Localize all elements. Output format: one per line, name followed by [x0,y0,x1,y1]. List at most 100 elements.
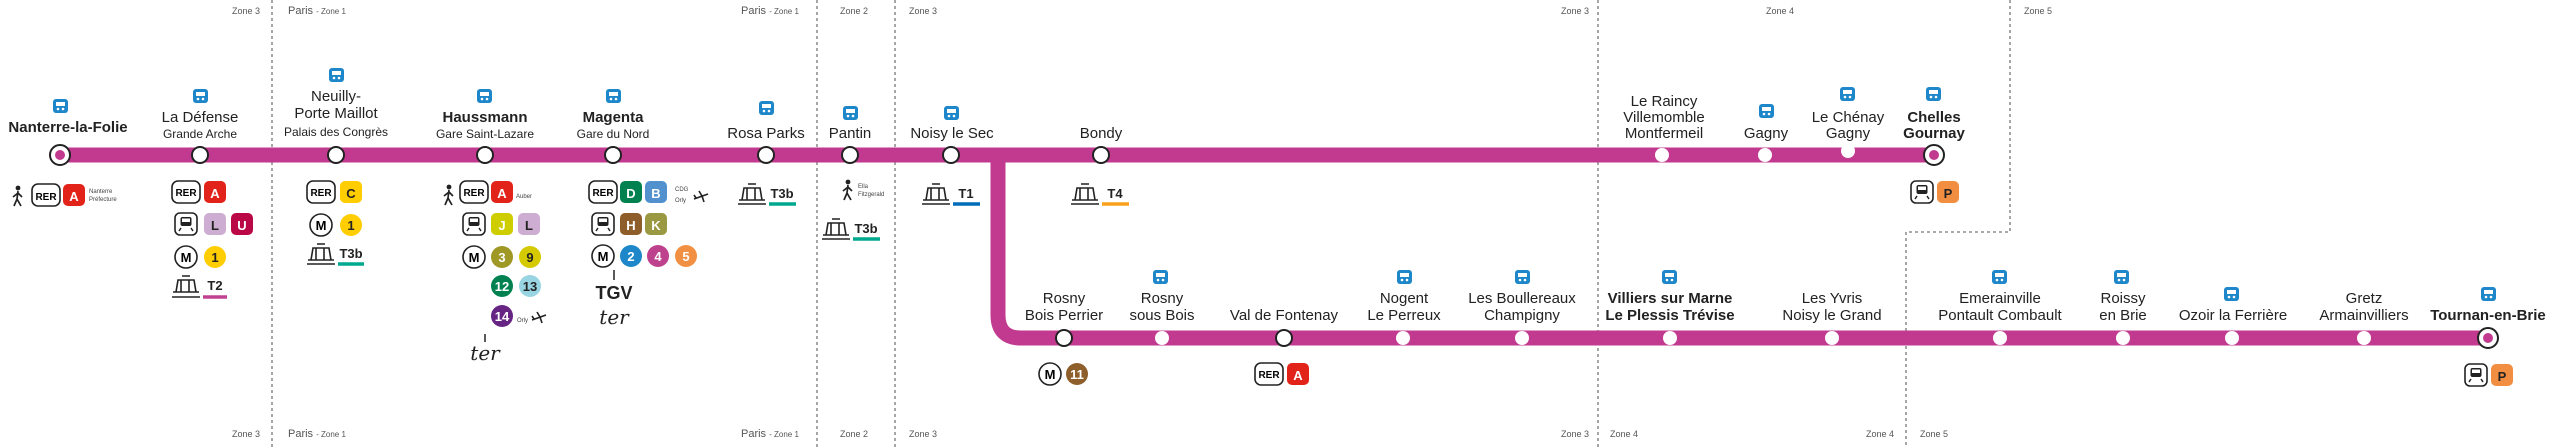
svg-text:5: 5 [682,249,689,264]
svg-text:12: 12 [495,279,509,294]
station-rosa-parks[interactable]: Rosa Parks [727,101,805,164]
zone-labels-bottom: Zone 3 Paris - Zone 1 Paris - Zone 1 Zon… [232,428,1948,440]
station-gagny[interactable]: Gagny [1744,104,1789,162]
station-emerainville[interactable]: Emerainville Pontault Combault [1938,270,2063,345]
station-chelles-gournay[interactable]: Chelles Gournay [1903,87,1965,166]
station-nanterre-la-folie[interactable]: Nanterre-la-Folie [8,99,128,166]
svg-text:Neuilly-: Neuilly- [311,88,361,105]
bus-icon [193,89,208,103]
svg-text:T3b: T3b [339,246,362,261]
svg-text:Rosny: Rosny [1043,290,1086,307]
station-pantin[interactable]: Pantin [829,106,872,164]
tram-icon [1071,183,1099,201]
rer-a-badge [491,181,513,203]
svg-text:Ozoir la Ferrière: Ozoir la Ferrière [2179,307,2287,324]
svg-text:Préfecture: Préfecture [89,197,117,203]
svg-text:A: A [1293,368,1303,383]
svg-text:A: A [210,186,220,201]
connections-chelles-gournay: P [1910,180,1959,204]
svg-text:RER: RER [592,188,614,199]
svg-text:en Brie: en Brie [2099,307,2147,324]
svg-text:Le Chénay: Le Chénay [1812,109,1885,126]
svg-text:Gagny: Gagny [1744,125,1789,142]
station-tournan-en-brie[interactable]: Tournan-en-Brie [2430,287,2546,349]
svg-text:Montfermeil: Montfermeil [1625,125,1703,142]
transilien-l-badge [204,213,226,235]
svg-text:Emerainville: Emerainville [1959,290,2041,307]
station-val-de-fontenay[interactable]: Val de Fontenay [1230,307,1339,347]
station-haussmann[interactable]: Haussmann Gare Saint-Lazare [436,89,534,164]
rer-badge [588,180,618,204]
bus-icon [53,99,68,113]
zone-label: Zone 3 [909,429,937,439]
svg-text:B: B [651,186,660,201]
station-nogent-le-perreux[interactable]: Nogent Le Perreux [1367,270,1441,345]
svg-text:L: L [211,218,219,233]
station-magenta[interactable]: Magenta Gare du Nord [577,89,650,164]
station-la-defense[interactable]: La Défense Grande Arche [162,89,239,164]
svg-text:Gretz: Gretz [2346,290,2383,307]
tgv-logo: TGV [595,283,632,303]
bus-icon [606,89,621,103]
svg-text:RER: RER [35,192,57,203]
svg-text:4: 4 [654,249,662,264]
station-les-yvris[interactable]: Les Yvris Noisy le Grand [1782,290,1882,345]
tram-icon [822,218,850,236]
bus-icon [477,89,492,103]
plane-icon [531,311,547,324]
station-roissy-en-brie[interactable]: Roissy en Brie [2099,270,2147,345]
station-gretz-armainvilliers[interactable]: Gretz Armainvilliers [2319,290,2409,345]
connections-noisy-le-sec: T1 [922,183,980,206]
svg-text:H: H [626,218,635,233]
svg-text:Les Boullereaux: Les Boullereaux [1468,290,1576,307]
zone-label: Zone 5 [2024,6,2052,16]
svg-text:Orly: Orly [675,198,686,204]
svg-text:3: 3 [498,250,505,265]
svg-text:9: 9 [526,250,533,265]
svg-text:Gagny: Gagny [1826,125,1871,142]
rer-badge [31,183,61,207]
station-ozoir-la-ferriere[interactable]: Ozoir la Ferrière [2179,287,2287,345]
svg-text:T3b: T3b [854,221,877,236]
svg-text:Ella: Ella [858,184,869,190]
station-rosny-sous-bois[interactable]: Rosny sous Bois [1129,270,1195,345]
svg-text:T4: T4 [1107,186,1123,201]
svg-text:Pontault Combault: Pontault Combault [1938,307,2062,324]
station-les-boullereaux-champigny[interactable]: Les Boullereaux Champigny [1468,270,1576,345]
station-rosny-bois-perrier[interactable]: Rosny Bois Perrier [1025,290,1103,347]
rer-badge [1254,362,1284,386]
svg-text:Nogent: Nogent [1380,290,1429,307]
zone-labels-top: Zone 3 Paris - Zone 1 Paris - Zone 1 Zon… [232,5,2052,17]
svg-text:Auber: Auber [516,194,532,200]
svg-text:M: M [1045,367,1056,382]
metro-3-badge [491,246,513,268]
svg-text:Le Raincy: Le Raincy [1631,93,1698,110]
metro-11-badge [1066,363,1088,385]
station-noisy-le-sec[interactable]: Noisy le Sec [910,106,994,164]
rer-badge [306,180,336,204]
bus-icon [759,101,774,115]
svg-text:M: M [469,250,480,265]
svg-text:RER: RER [463,188,485,199]
metro-2-badge [620,245,642,267]
metro-icon [591,244,615,268]
station-villiers-sur-marne[interactable]: Villiers sur Marne Le Plessis Trévise [1605,270,1735,345]
svg-text:14: 14 [495,309,510,324]
svg-text:L: L [525,218,533,233]
rer-c-badge [340,181,362,203]
station-le-chenay-gagny[interactable]: Le Chénay Gagny [1812,87,1885,158]
svg-text:U: U [237,218,246,233]
zone-label: Paris - Zone 1 [288,428,346,440]
zone-label: Zone 2 [840,429,868,439]
svg-text:RER: RER [310,188,332,199]
station-le-raincy[interactable]: Le Raincy Villemomble Montfermeil [1623,93,1705,162]
bus-icon [2114,270,2129,284]
station-bondy[interactable]: Bondy [1080,125,1123,164]
station-neuilly-porte-maillot[interactable]: Neuilly- Porte Maillot Palais des Congrè… [284,68,388,164]
svg-text:Magenta: Magenta [583,109,645,126]
zone-label: Zone 2 [840,6,868,16]
svg-text:Armainvilliers: Armainvilliers [2319,307,2408,324]
train-icon [462,212,486,236]
zone-label: Paris - Zone 1 [741,428,799,440]
metro-13-badge [519,275,541,297]
